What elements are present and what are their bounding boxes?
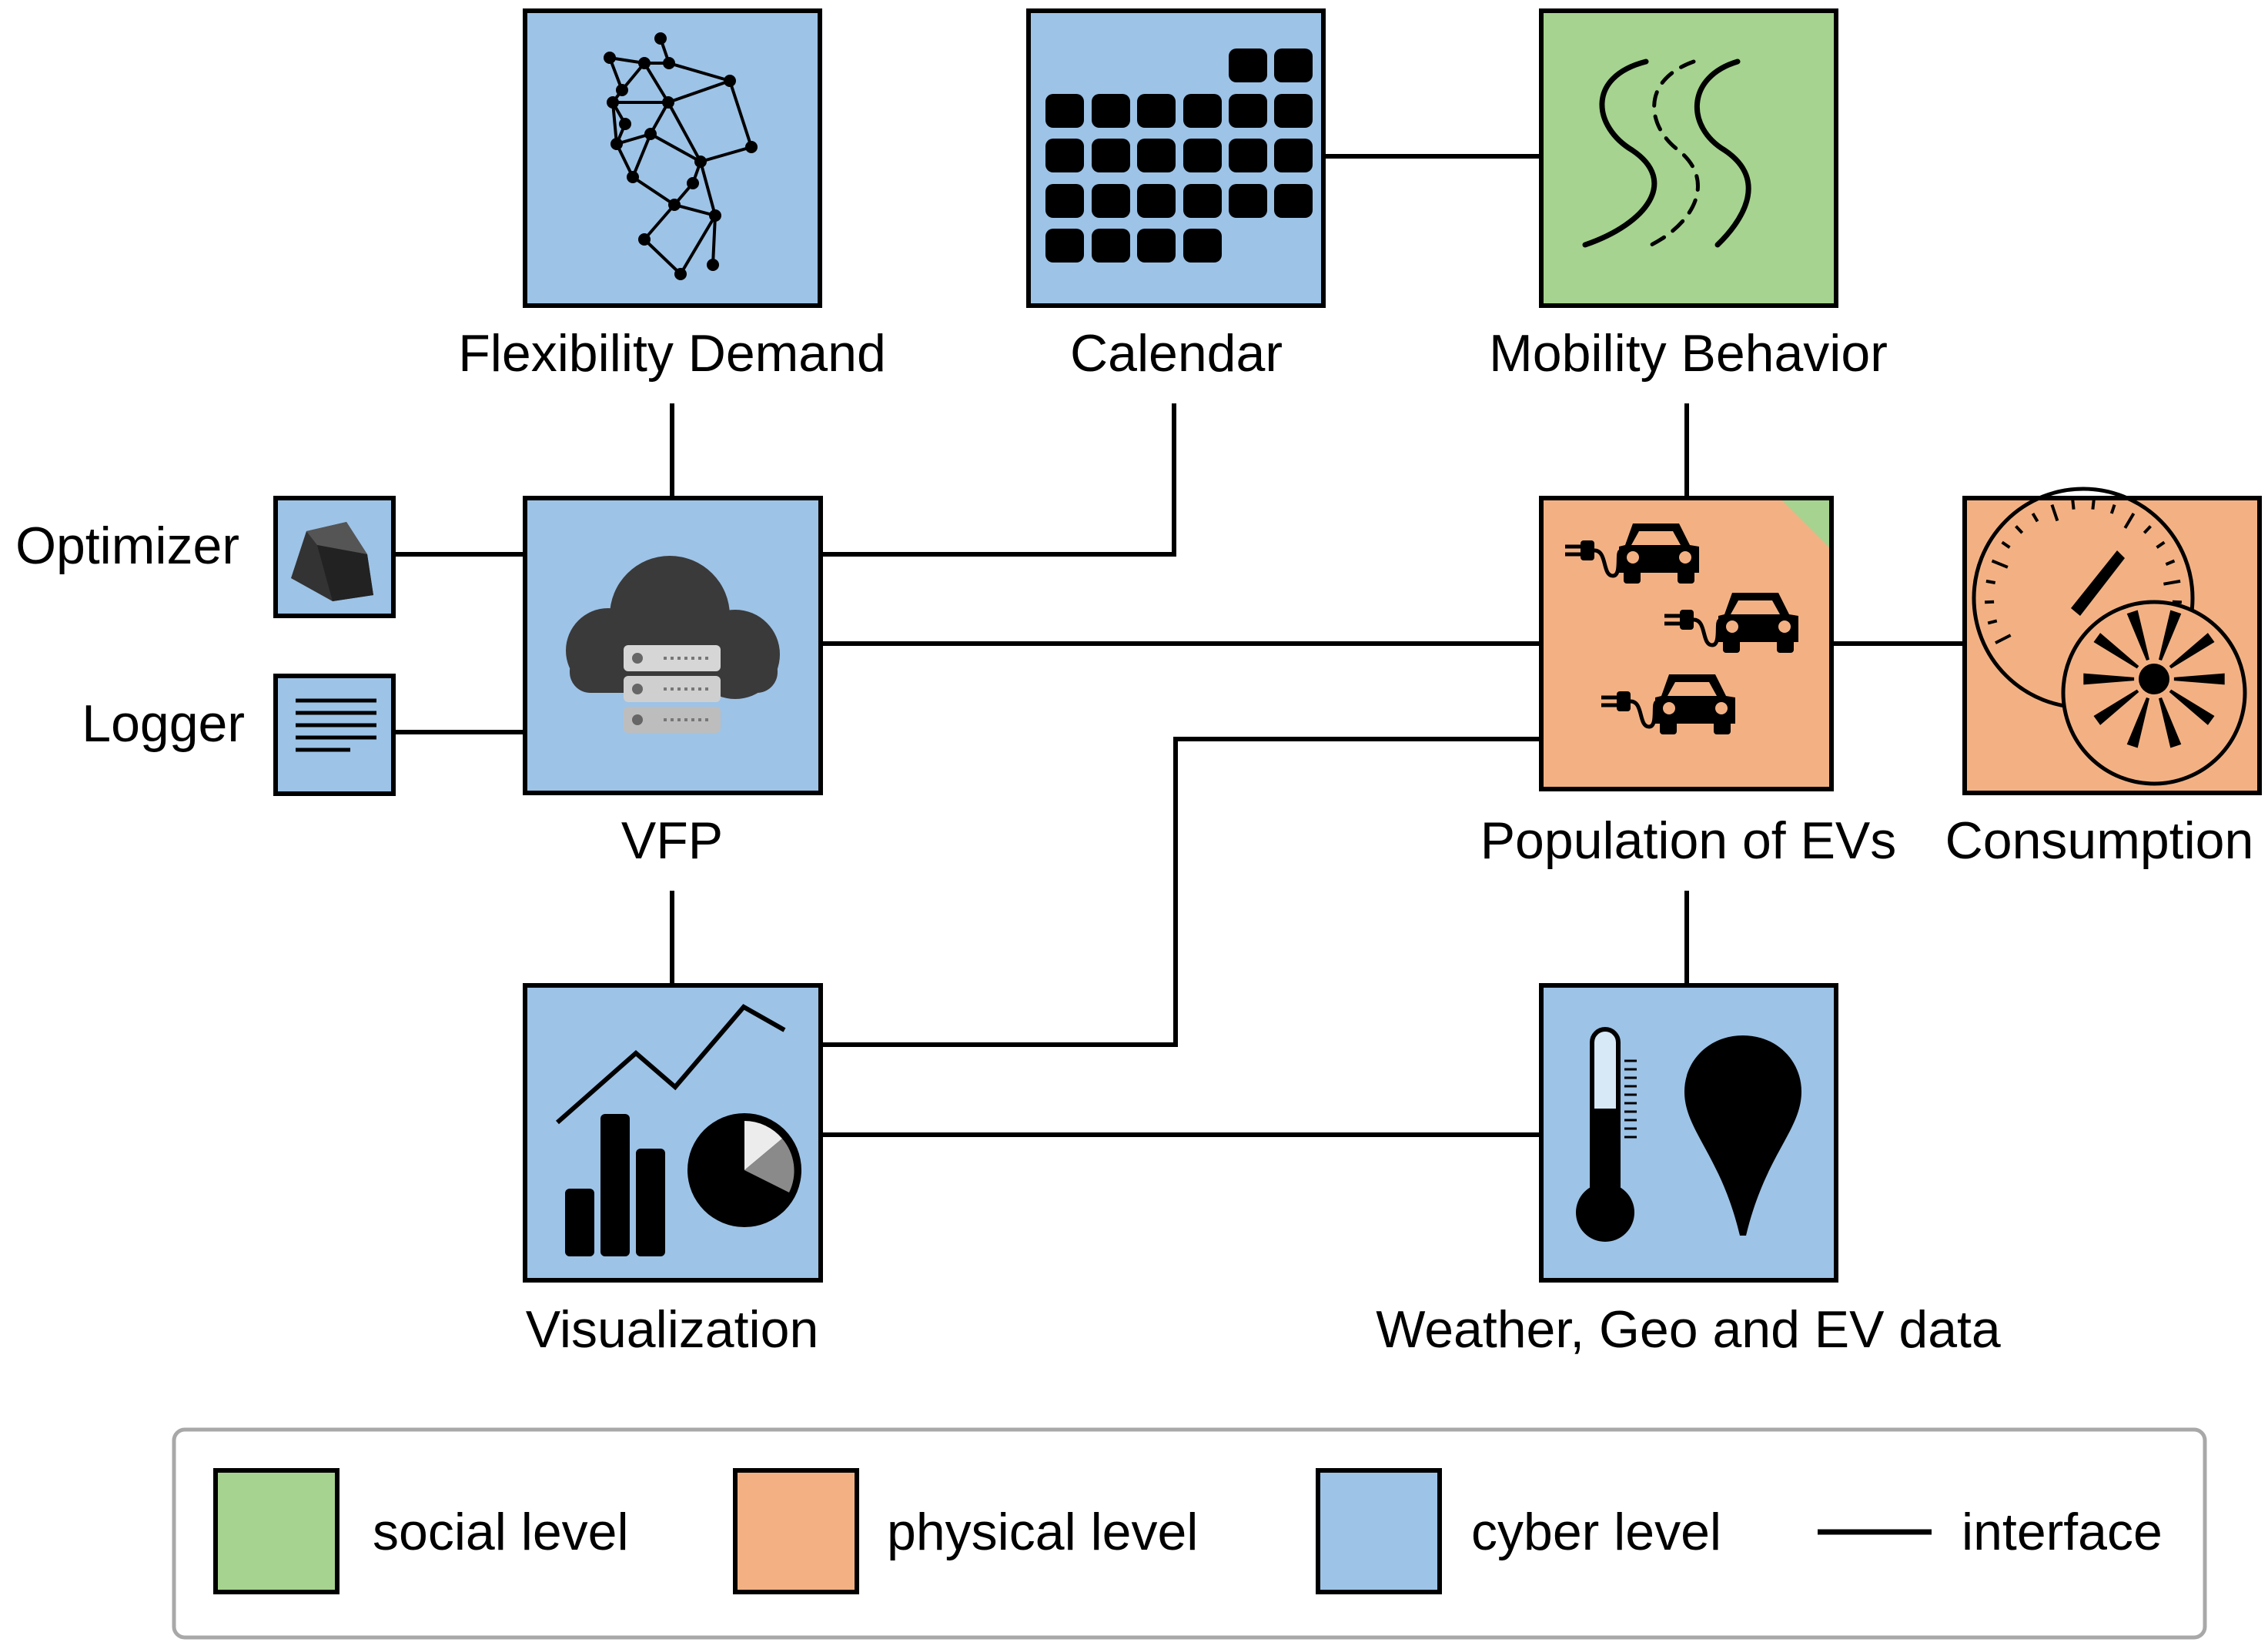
calendar-day-block: [1137, 229, 1176, 263]
calendar-day-block: [1045, 184, 1084, 218]
node-flexibility-demand: Flexibility Demand: [458, 8, 886, 383]
bar-chart-icon: [565, 1114, 665, 1256]
calendar-day-block: [1183, 184, 1222, 218]
calendar-day-block: [1229, 94, 1267, 128]
population-of-evs-label: Population of EVs: [1480, 811, 1897, 870]
charts-icon: [556, 1004, 801, 1256]
gem-icon: [291, 522, 373, 601]
legend-item-cyber: cyber level: [1316, 1468, 1721, 1594]
calendar-day-block: [1137, 94, 1176, 128]
calendar-day-block: [1274, 94, 1313, 128]
flexibility-demand-box: [523, 8, 822, 308]
calendar-day-block: [1092, 94, 1130, 128]
calendar-day-block: [1045, 139, 1084, 172]
cloud-server-icon: [566, 556, 780, 733]
calendar-day-block: [1045, 229, 1084, 263]
document-lines-icon: [296, 698, 376, 752]
legend-swatch-physical: [733, 1468, 859, 1594]
calendar-day-block: [1045, 94, 1084, 128]
legend-label-physical: physical level: [887, 1503, 1198, 1561]
flexibility-demand-label: Flexibility Demand: [458, 324, 886, 383]
node-weather-geo-ev: Weather, Geo and EV data: [1376, 983, 2001, 1359]
ev-charging-cars-icon: [1565, 523, 1798, 734]
legend-frame: [172, 1427, 2207, 1640]
optimizer-label: Optimizer: [15, 517, 239, 575]
calendar-day-block: [1183, 139, 1222, 172]
node-vfp: VFP: [523, 496, 823, 870]
thermometer-icon: [1576, 1027, 1637, 1242]
node-optimizer: Optimizer: [15, 496, 396, 618]
social-corner-marker: [1782, 500, 1829, 547]
network-graph-icon: [604, 32, 758, 280]
calendar-day-block: [1229, 48, 1267, 82]
server-rack-icon: [624, 645, 721, 733]
calendar-icon: [1045, 48, 1313, 263]
map-pin-icon: [1684, 1035, 1801, 1236]
ev-car-icon: [1565, 523, 1699, 584]
legend-item-physical: physical level: [733, 1468, 1198, 1594]
gauge-needle-icon: [2071, 550, 2125, 616]
legend-item-interface: interface: [1818, 1503, 2163, 1561]
calendar-day-block: [1274, 48, 1313, 82]
node-mobility-behavior: Mobility Behavior: [1489, 8, 1888, 383]
legend-swatch-social: [213, 1468, 340, 1594]
ev-car-icon: [1664, 593, 1798, 653]
legend-label-social: social level: [373, 1503, 629, 1561]
calendar-day-block: [1229, 184, 1267, 218]
visualization-label: Visualization: [526, 1300, 819, 1359]
node-calendar: Calendar: [1026, 8, 1326, 383]
calendar-day-block: [1137, 139, 1176, 172]
ev-car-icon: [1601, 674, 1735, 734]
interface-visualization-population: [821, 737, 1541, 1047]
vfp-label: VFP: [621, 811, 723, 870]
logger-label: Logger: [82, 694, 245, 753]
calendar-day-block: [1092, 139, 1130, 172]
legend: social level physical level cyber level …: [172, 1427, 2207, 1640]
calendar-day-block: [1229, 139, 1267, 172]
calendar-day-block: [1183, 229, 1222, 263]
mobility-behavior-label: Mobility Behavior: [1489, 324, 1888, 383]
interface-vfp-calendar: [821, 403, 1176, 557]
legend-item-social: social level: [213, 1468, 629, 1594]
calendar-day-block: [1092, 184, 1130, 218]
weather-geo-ev-label: Weather, Geo and EV data: [1376, 1300, 2001, 1359]
weather-geo-ev-box: [1539, 983, 1838, 1283]
node-population-of-evs: Population of EVs: [1480, 496, 1897, 870]
road-icon: [1582, 59, 1751, 248]
calendar-day-block: [1092, 229, 1130, 263]
legend-label-cyber: cyber level: [1471, 1503, 1721, 1561]
calendar-day-block: [1274, 184, 1313, 218]
node-logger: Logger: [82, 674, 396, 796]
logger-box: [273, 674, 396, 796]
legend-label-interface: interface: [1962, 1503, 2163, 1561]
interface-lines: [393, 154, 1965, 1137]
consumption-label: Consumption: [1945, 811, 2254, 870]
node-visualization: Visualization: [523, 983, 823, 1359]
calendar-day-block: [1137, 184, 1176, 218]
gauge-fan-icon: [1972, 487, 2247, 786]
calendar-day-block: [1274, 139, 1313, 172]
trend-line-icon: [556, 1004, 786, 1125]
pie-chart-icon: [687, 1113, 801, 1227]
node-consumption: Consumption: [1945, 487, 2262, 870]
calendar-day-block: [1183, 94, 1222, 128]
legend-swatch-cyber: [1316, 1468, 1442, 1594]
calendar-label: Calendar: [1070, 324, 1283, 383]
